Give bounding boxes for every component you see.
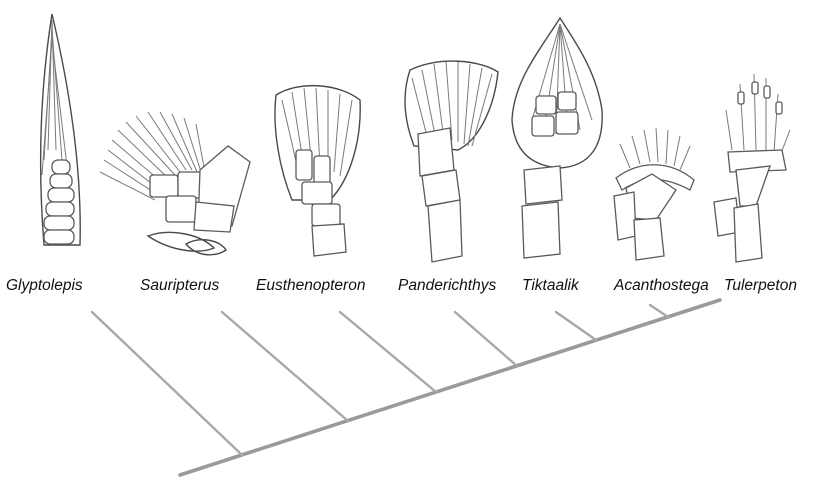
taxon-label-tiktaalik: Tiktaalik xyxy=(522,277,580,294)
branch-panderichthys xyxy=(455,312,517,366)
cladogram-trunk xyxy=(180,300,720,475)
branch-eusthenopteron xyxy=(340,312,436,392)
branch-tiktaalik xyxy=(556,312,596,340)
branch-glyptolepis xyxy=(92,312,242,455)
taxon-labels: Glyptolepis Sauripterus Eusthenopteron P… xyxy=(6,277,797,294)
taxon-label-tulerpeton: Tulerpeton xyxy=(724,277,797,294)
fin-skeleton-icon xyxy=(100,112,250,255)
branch-sauripterus xyxy=(222,312,348,421)
fin-skeleton-icon xyxy=(512,18,602,258)
limb-skeleton-icon xyxy=(614,128,694,260)
fin-skeleton-icon xyxy=(41,14,80,245)
fin-skeleton-icon xyxy=(405,61,498,262)
taxon-label-panderichthys: Panderichthys xyxy=(398,277,496,294)
branch-acanthostega xyxy=(650,305,668,317)
cladogram-tree xyxy=(92,300,720,475)
taxon-label-eusthenopteron: Eusthenopteron xyxy=(256,277,365,294)
taxon-label-glyptolepis: Glyptolepis xyxy=(6,277,83,294)
taxon-label-sauripterus: Sauripterus xyxy=(140,277,220,294)
fin-skeleton-icon xyxy=(275,86,360,256)
limb-skeleton-icon xyxy=(714,74,790,262)
taxon-label-acanthostega: Acanthostega xyxy=(613,277,709,294)
